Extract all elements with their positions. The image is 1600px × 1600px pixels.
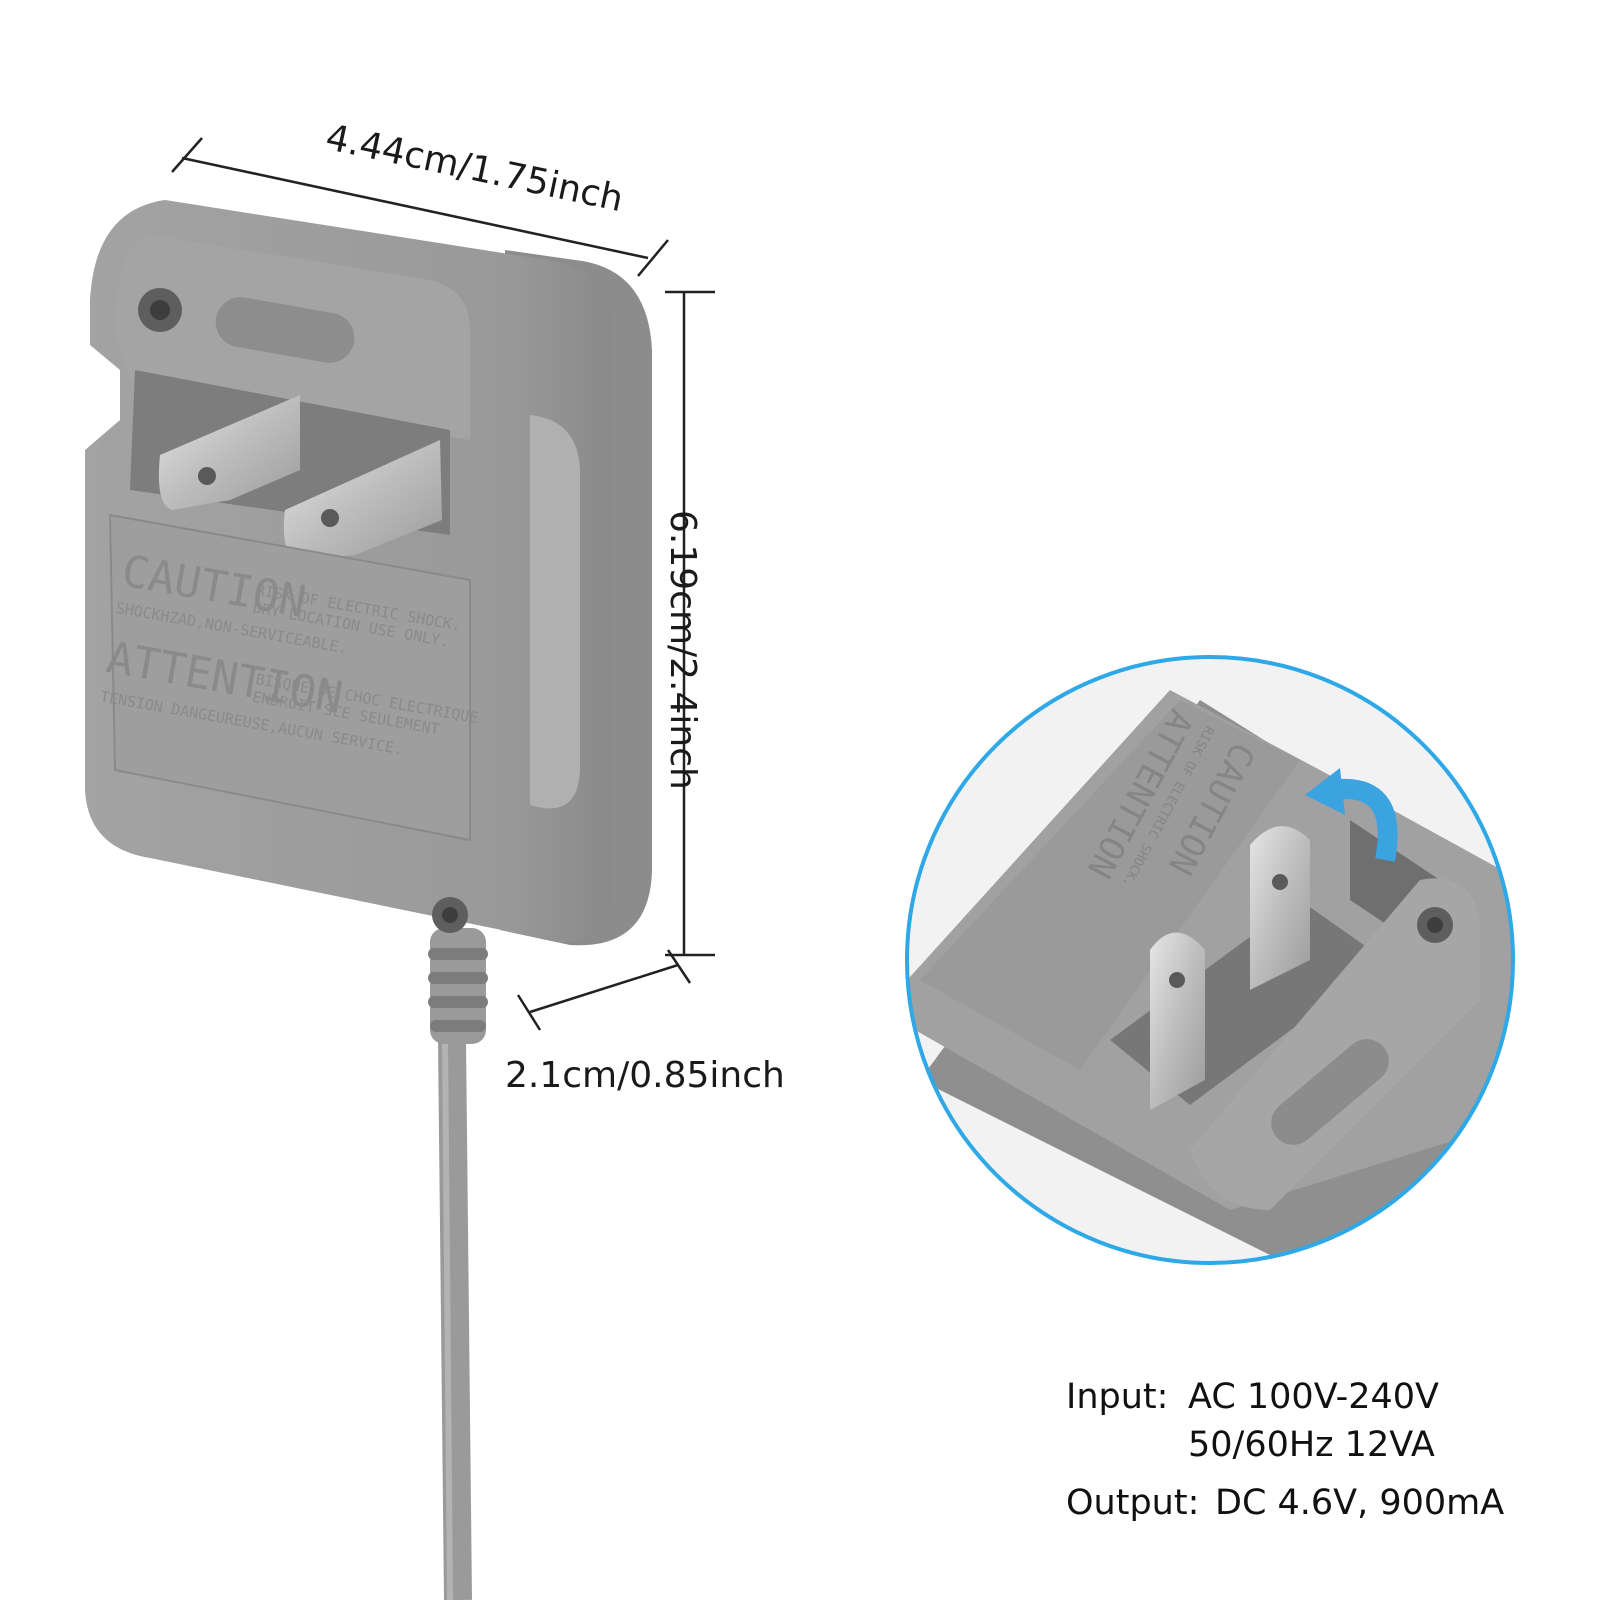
power-cable: [438, 1039, 472, 1600]
zoom-fold-slot: [1271, 1039, 1389, 1145]
adapter-main-view: CAUTION RISK OF ELECTRIC SHOCK. DRY LOCA…: [85, 200, 652, 1600]
fold-arrow: [1328, 778, 1398, 862]
zoom-ring: [905, 655, 1515, 1265]
spec-output-value: DC 4.6V, 900mA: [1215, 1483, 1505, 1523]
prong-right: [283, 440, 442, 560]
fold-arrow-head: [1305, 768, 1345, 815]
embossed-label-area: [108, 513, 471, 842]
depth-dimension-label: 2.1cm/0.85inch: [505, 1055, 785, 1096]
zoom-label-area: [920, 700, 1300, 1070]
fold-slot: [215, 297, 355, 363]
zoom-inset: CAUTION RISK OF ELECTRIC SHOCK. ATTENTIO…: [905, 655, 1515, 1265]
spec-output-label: Output:: [1066, 1483, 1200, 1523]
side-grip: [530, 415, 580, 809]
height-dimension-label: 6.19cm/2.4inch: [662, 510, 703, 790]
spec-input-value-line2: 50/60Hz 12VA: [1188, 1425, 1435, 1465]
zoom-fold-panel: [1190, 878, 1480, 1210]
zoom-prong-back: [1250, 826, 1310, 990]
zoom-prong-front: [1150, 932, 1205, 1110]
width-dim-line: [181, 156, 649, 260]
strain-relief: [428, 928, 488, 1044]
spec-input-label: Input:: [1066, 1377, 1169, 1417]
spec-input-value-line1: AC 100V-240V: [1188, 1377, 1439, 1417]
dimension-lines: [171, 137, 715, 1031]
prong-left: [158, 395, 300, 510]
depth-dim-line: [529, 963, 679, 1014]
